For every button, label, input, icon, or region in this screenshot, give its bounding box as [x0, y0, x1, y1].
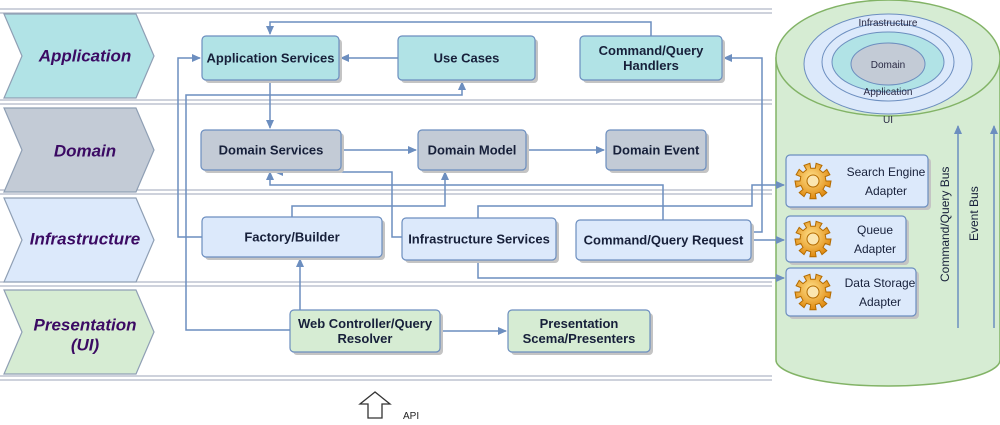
gear-icon: [794, 273, 832, 311]
ring-label-domain: Domain: [871, 60, 905, 71]
api-arrow-icon: [358, 391, 392, 419]
ring-label-application: Application: [864, 87, 913, 98]
layer-label-presentation: (UI): [71, 336, 100, 355]
cq-handlers-label: Command/Query: [599, 43, 705, 58]
adapter-label-storage: Adapter: [859, 295, 901, 309]
adapter-label-storage: Data Storage: [845, 276, 916, 290]
adapter-label-queue: Queue: [857, 223, 893, 237]
event-bus-label: Event Bus: [967, 186, 981, 241]
handlers-to-app-services-arrow: [266, 21, 652, 36]
infra-services-label: Infrastructure Services: [408, 232, 550, 247]
use-cases-label: Use Cases: [434, 51, 500, 66]
layer-label-presentation: Presentation: [34, 316, 137, 335]
domain-services-label: Domain Services: [219, 143, 324, 158]
app-services-label: Application Services: [207, 51, 335, 66]
infra-services-box: Infrastructure Services: [401, 217, 559, 263]
cq-request-to-handlers-arrow: [723, 54, 763, 233]
onion-rings: Infrastructure Domain Application UI: [803, 13, 973, 126]
layer-label-infrastructure: Infrastructure: [30, 230, 141, 249]
layer-application: Application: [3, 13, 155, 99]
presentation-schema-label: Scema/Presenters: [523, 331, 636, 346]
app-services-box: Application Services: [201, 35, 342, 83]
factory-builder-label: Factory/Builder: [244, 230, 339, 245]
layer-infrastructure: Infrastructure: [3, 197, 155, 283]
ring-label-ui: UI: [883, 115, 893, 126]
presentation-schema-label: Presentation: [540, 316, 619, 331]
adapter-label-queue: Adapter: [854, 242, 896, 256]
api-label: API: [403, 411, 419, 420]
web-controller-to-use-cases-arrow: [185, 81, 466, 331]
domain-event-label: Domain Event: [613, 143, 700, 158]
factory-to-app-services-arrow: [177, 54, 202, 238]
use-cases-box: Use Cases: [397, 35, 538, 83]
web-controller-label: Web Controller/Query: [298, 316, 433, 331]
infra-services-to-storage-adapter-arrow: [477, 260, 785, 282]
bus-arrows: [954, 125, 998, 328]
web-controller-label: Resolver: [338, 331, 393, 346]
cq-handlers-label: Handlers: [623, 58, 679, 73]
domain-model-label: Domain Model: [428, 143, 517, 158]
domain-event-box: Domain Event: [605, 129, 709, 173]
factory-to-domain-model-arrow: [291, 171, 449, 217]
gear-icon: [794, 162, 832, 200]
adapter-label-search: Search Engine: [847, 165, 926, 179]
gear-icon: [794, 220, 832, 258]
command-query-bus-label: Command/Query Bus: [938, 167, 952, 282]
cq-request-label: Command/Query Request: [584, 233, 744, 248]
layer-domain: Domain: [3, 107, 155, 193]
ring-label-infrastructure: Infrastructure: [859, 18, 918, 29]
domain-model-box: Domain Model: [417, 129, 529, 173]
layer-label-application: Application: [38, 47, 132, 66]
layer-presentation: Presentation(UI): [3, 289, 155, 375]
factory-builder-box: Factory/Builder: [201, 216, 385, 260]
adapter-label-search: Adapter: [865, 184, 907, 198]
cq-request-to-domain-services-arrow: [266, 171, 664, 220]
layer-label-domain: Domain: [54, 142, 116, 161]
domain-services-box: Domain Services: [200, 129, 344, 173]
cq-request-box: Command/Query Request: [575, 219, 754, 263]
